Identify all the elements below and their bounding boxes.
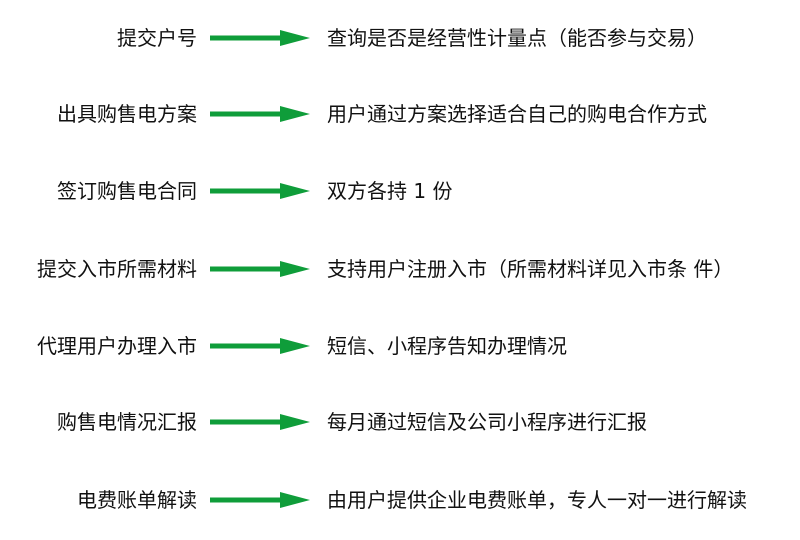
step-row-1: 提交户号 查询是否是经营性计量点（能否参与交易）	[0, 18, 800, 58]
step-label: 电费账单解读	[77, 488, 197, 512]
right-arrow-icon	[210, 30, 310, 46]
right-arrow-icon	[210, 414, 310, 430]
right-arrow-icon	[210, 183, 310, 199]
step-label: 提交入市所需材料	[37, 257, 197, 281]
right-arrow-icon	[210, 492, 310, 508]
step-label: 购售电情况汇报	[57, 410, 197, 434]
step-label: 签订购售电合同	[57, 179, 197, 203]
step-description: 短信、小程序告知办理情况	[327, 334, 567, 358]
step-description: 支持用户注册入市（所需材料详见入市条 件）	[327, 257, 734, 281]
step-description: 用户通过方案选择适合自己的购电合作方式	[327, 102, 707, 126]
step-description: 查询是否是经营性计量点（能否参与交易）	[327, 26, 707, 50]
step-description: 双方各持 1 份	[327, 179, 453, 203]
step-row-4: 提交入市所需材料 支持用户注册入市（所需材料详见入市条 件）	[0, 249, 800, 289]
right-arrow-icon	[210, 338, 310, 354]
step-row-7: 电费账单解读 由用户提供企业电费账单，专人一对一进行解读	[0, 480, 800, 520]
step-row-5: 代理用户办理入市 短信、小程序告知办理情况	[0, 326, 800, 366]
step-row-2: 出具购售电方案 用户通过方案选择适合自己的购电合作方式	[0, 94, 800, 134]
step-row-6: 购售电情况汇报 每月通过短信及公司小程序进行汇报	[0, 402, 800, 442]
step-label: 提交户号	[117, 26, 197, 50]
step-row-3: 签订购售电合同 双方各持 1 份	[0, 171, 800, 211]
step-description: 每月通过短信及公司小程序进行汇报	[327, 410, 647, 434]
step-description: 由用户提供企业电费账单，专人一对一进行解读	[327, 488, 747, 512]
step-label: 出具购售电方案	[57, 102, 197, 126]
step-label: 代理用户办理入市	[37, 334, 197, 358]
right-arrow-icon	[210, 261, 310, 277]
right-arrow-icon	[210, 106, 310, 122]
